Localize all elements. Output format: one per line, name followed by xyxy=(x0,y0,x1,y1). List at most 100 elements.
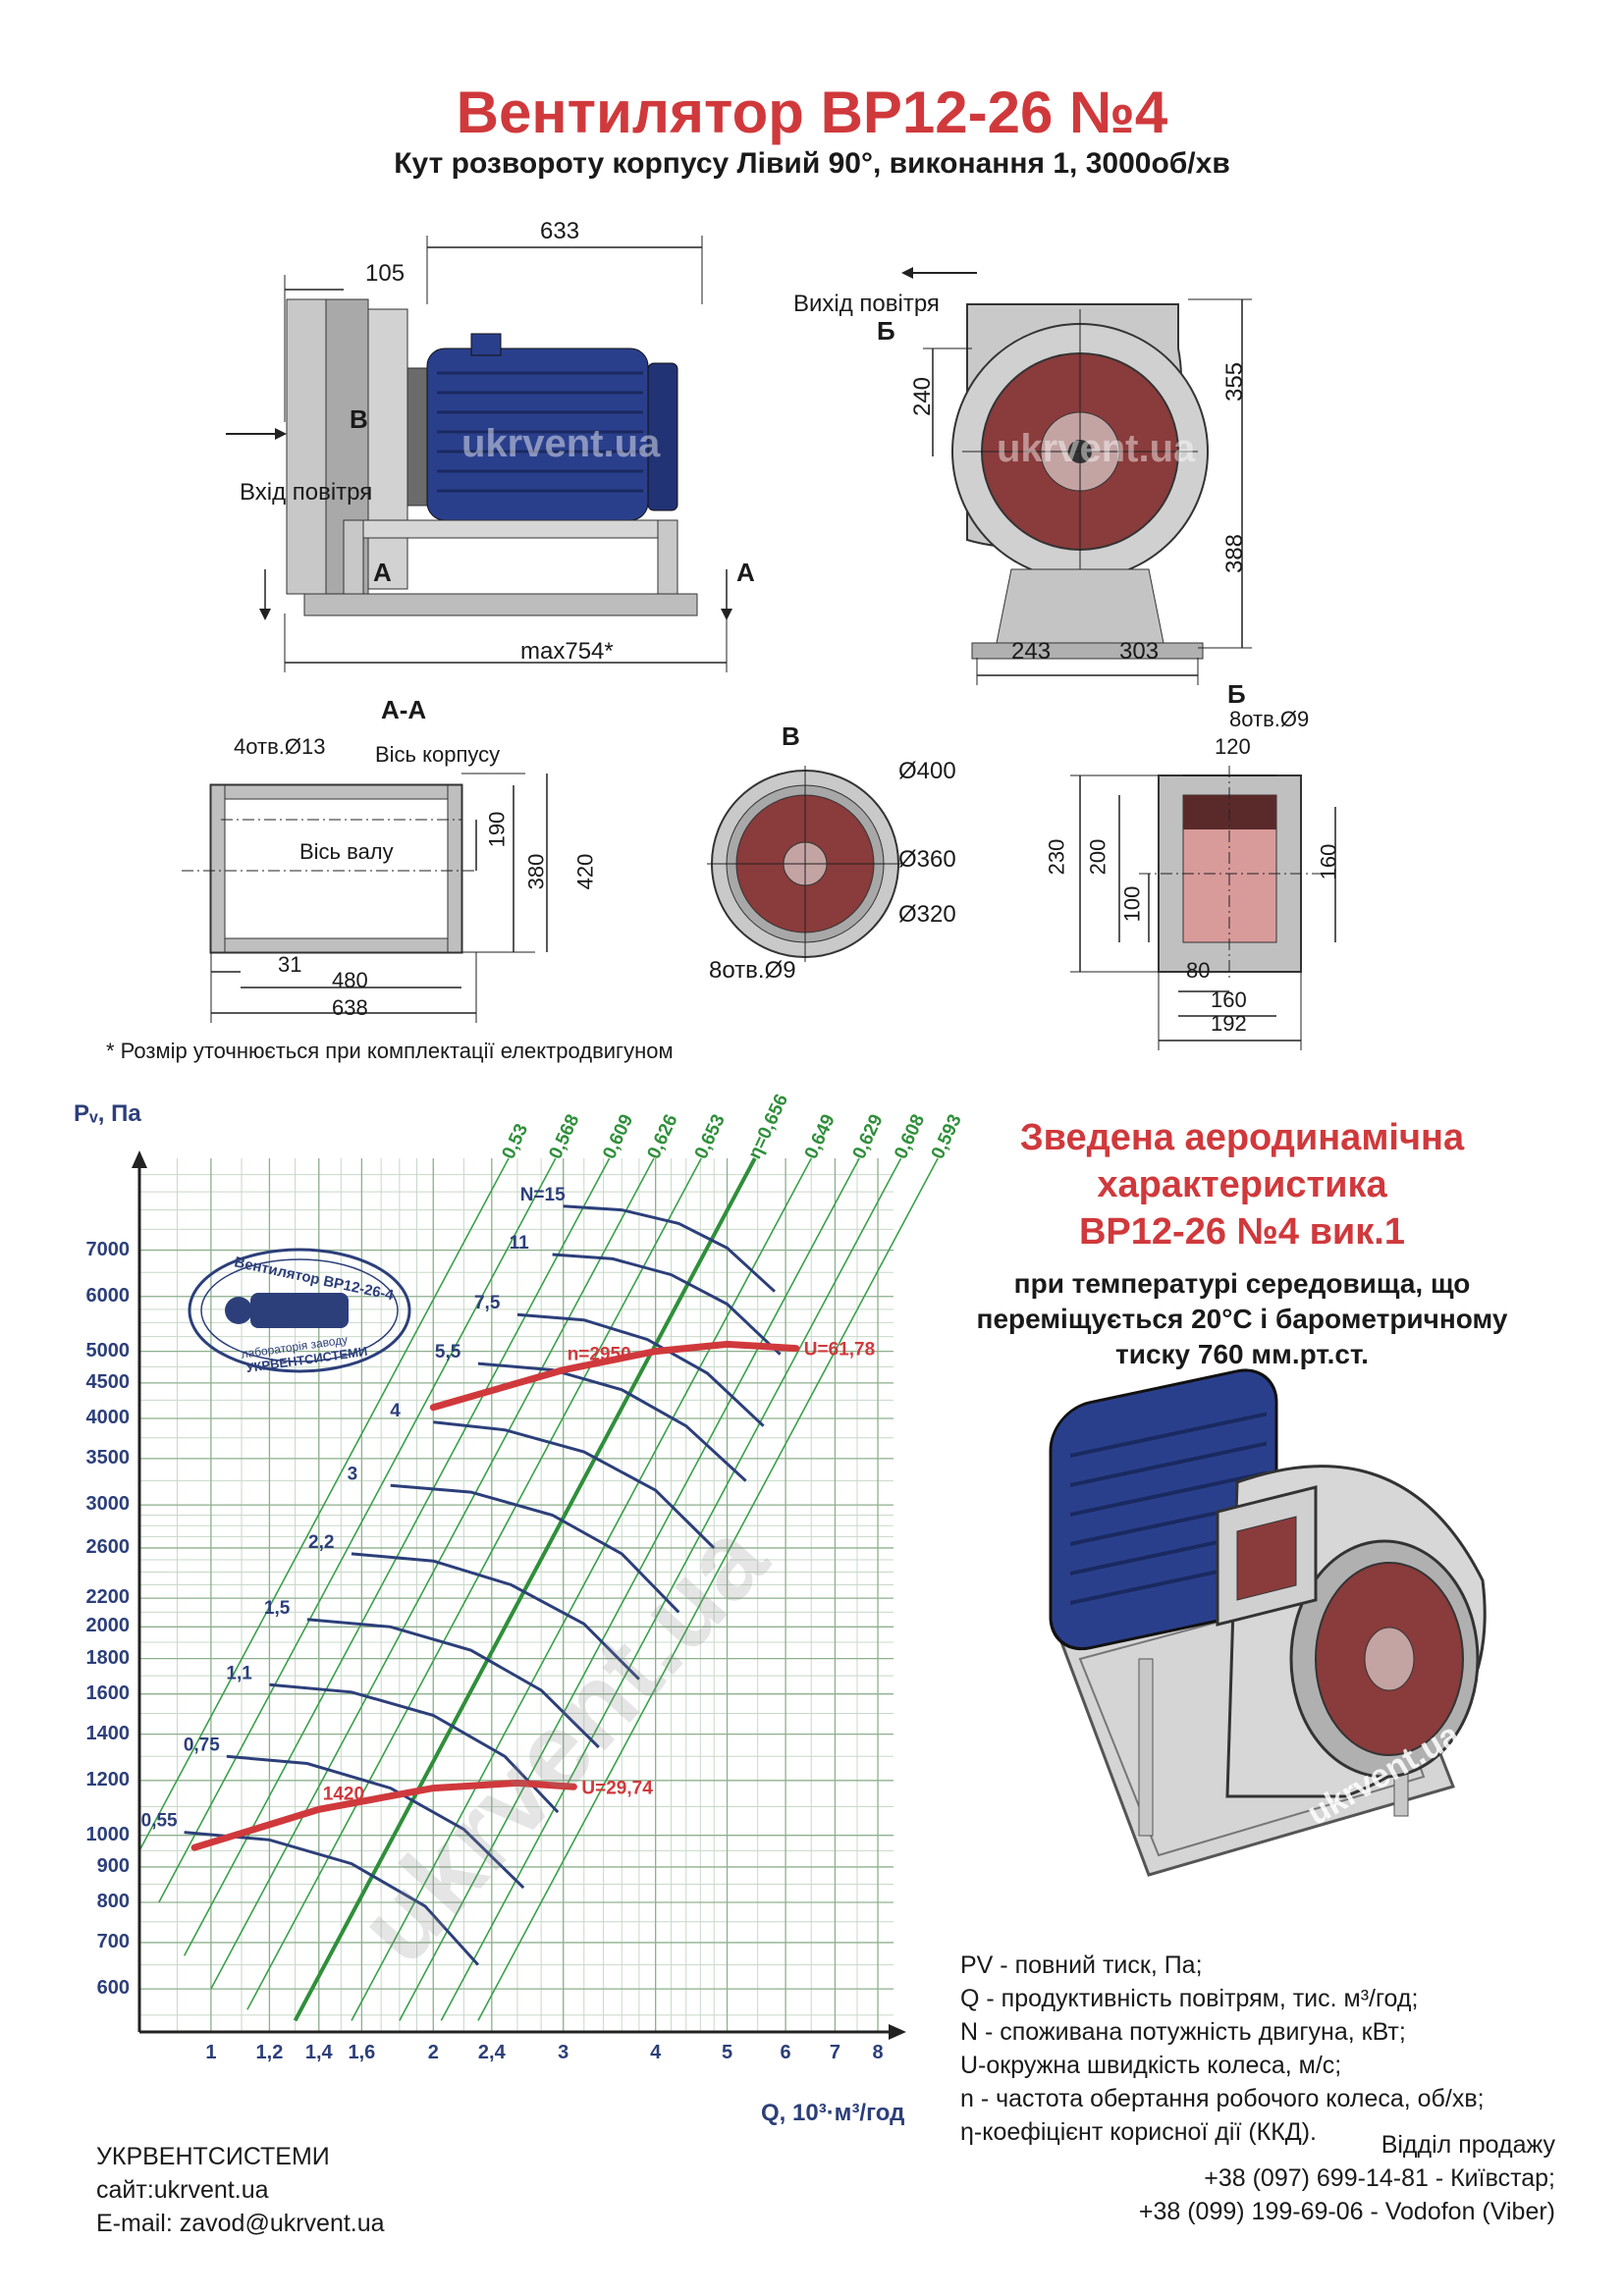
y-tick-label: 3500 xyxy=(85,1446,131,1468)
y-tick-label: 2200 xyxy=(85,1586,131,1609)
company-name: УКРВЕНТСИСТЕМИ xyxy=(96,2143,330,2170)
company-email[interactable]: E-mail: zavod@ukrvent.ua xyxy=(96,2210,385,2237)
chart-grid xyxy=(138,1158,893,2032)
dim-max754: max754* xyxy=(520,638,614,665)
dim-633: 633 xyxy=(540,218,580,244)
y-axis-label: Pᵥ, Па xyxy=(74,1100,141,1127)
dim-243: 243 xyxy=(1011,638,1052,665)
power-curve xyxy=(351,1552,640,1681)
aero-line2: характеристика xyxy=(1097,1164,1387,1205)
label-a-right: А xyxy=(736,558,755,587)
y-tick-label: 5000 xyxy=(85,1339,131,1362)
x-tick-label: 1 xyxy=(205,2042,217,2063)
speed-curve xyxy=(429,1340,800,1412)
y-tick-label: 600 xyxy=(96,1977,130,2000)
view-b-100: 100 xyxy=(1119,885,1145,923)
front-watermark: ukrvent.ua xyxy=(997,427,1196,470)
view-v-holes: 8отв.Ø9 xyxy=(709,957,796,984)
efficiency-label: 0,568 xyxy=(545,1111,583,1162)
page-subtitle: Кут розвороту корпусу Лівий 90°, виконан… xyxy=(394,147,1230,180)
y-tick-label: 4000 xyxy=(85,1406,131,1428)
power-curve-label: 4 xyxy=(390,1401,401,1421)
sales-phone-1[interactable]: +38 (097) 699-14-81 - Київстар; xyxy=(1204,2164,1555,2192)
sales-title: Відділ продажу xyxy=(1380,2131,1555,2159)
efficiency-line xyxy=(440,1157,902,2021)
legend-item: Q - продуктивність повітрям, тис. м³/год… xyxy=(960,1985,1419,2012)
cond-line2: переміщується 20°С і барометричному xyxy=(976,1304,1508,1334)
legend-item: N - споживана потужність двигуна, кВт; xyxy=(960,2018,1406,2046)
view-v-d400: Ø400 xyxy=(898,758,956,784)
view-v-title: В xyxy=(782,721,800,751)
company-site[interactable]: сайт:ukrvent.ua xyxy=(96,2176,269,2204)
side-watermark: ukrvent.ua xyxy=(461,422,661,465)
power-curves xyxy=(184,1204,782,1966)
view-b-title: Б xyxy=(1227,679,1246,709)
section-aa-drawing xyxy=(182,773,548,1023)
power-curve-label: 11 xyxy=(510,1233,530,1254)
section-aa-31: 31 xyxy=(278,952,302,977)
power-curve xyxy=(516,1312,765,1427)
efficiency-label: 0,649 xyxy=(801,1111,839,1162)
section-aa-holes: 4отв.Ø13 xyxy=(234,734,326,759)
legend-item: n - частота обертання робочого колеса, о… xyxy=(960,2085,1485,2112)
efficiency-label: 0,53 xyxy=(499,1121,533,1162)
y-tick-label: 3000 xyxy=(85,1493,131,1516)
aero-conditions: при температурі середовища, що переміщує… xyxy=(923,1266,1561,1372)
power-curve xyxy=(563,1204,777,1293)
view-b-160h: 160 xyxy=(1211,988,1247,1012)
y-tick-label: 6000 xyxy=(85,1284,131,1307)
efficiency-line xyxy=(351,1157,813,2021)
x-axis-label: Q, 10³·м³/год xyxy=(761,2100,904,2126)
aero-line3: ВР12-26 №4 вик.1 xyxy=(1078,1211,1406,1253)
power-curve-label: 1,1 xyxy=(226,1663,252,1683)
view-b-drawing xyxy=(1070,766,1336,1050)
power-curve xyxy=(269,1682,560,1814)
section-aa-axis-body: Вісь корпусу xyxy=(375,742,501,767)
label-a-left: А xyxy=(373,558,392,587)
y-tick-label: 1400 xyxy=(85,1722,131,1744)
y-tick-label: 1000 xyxy=(85,1823,131,1845)
power-curve xyxy=(226,1754,525,1890)
efficiency-label: η=0,656 xyxy=(744,1092,792,1163)
y-tick-label: 1200 xyxy=(85,1768,131,1790)
view-b-230: 230 xyxy=(1044,838,1069,876)
power-curve xyxy=(477,1362,747,1482)
x-tick-label: 1,4 xyxy=(304,2042,333,2063)
fan-render: ukrvent.ua xyxy=(1049,1368,1487,1877)
power-curve xyxy=(433,1420,716,1550)
company-info: УКРВЕНТСИСТЕМИ сайт:ukrvent.ua E-mail: z… xyxy=(96,2140,385,2240)
x-tick-label: 4 xyxy=(650,2042,662,2063)
x-tick-label: 2,4 xyxy=(477,2042,506,2063)
view-b-200: 200 xyxy=(1085,838,1110,876)
dim-105: 105 xyxy=(365,260,406,287)
section-aa-380: 380 xyxy=(523,853,549,890)
legend-item: U-окружна швидкість колеса, м/с; xyxy=(960,2052,1342,2079)
view-v-d320: Ø320 xyxy=(898,901,956,928)
x-tick-label: 3 xyxy=(558,2042,569,2063)
power-curve-label: 5,5 xyxy=(435,1342,461,1362)
sales-phone-2[interactable]: +38 (099) 199-69-06 - Vodofon (Viber) xyxy=(1138,2198,1555,2225)
inlet-label: Вхід повітря xyxy=(240,479,373,506)
y-tick-label: 2000 xyxy=(85,1615,131,1637)
efficiency-label: 0,629 xyxy=(849,1111,888,1162)
view-v-drawing xyxy=(707,766,903,962)
view-b-holes: 8отв.Ø9 xyxy=(1229,707,1310,731)
lab-stamp: Вентилятор ВР12-26-4 лабораторія заводу … xyxy=(188,1248,411,1375)
speed-curve-end-label: U=29,74 xyxy=(581,1778,653,1798)
label-b-side: В xyxy=(350,404,368,434)
efficiency-label: 0,626 xyxy=(643,1111,681,1162)
section-aa-420: 420 xyxy=(572,853,598,890)
power-curve xyxy=(184,1831,480,1966)
dim-303: 303 xyxy=(1119,638,1160,665)
view-b-160v: 160 xyxy=(1316,843,1341,881)
section-aa-title: А-А xyxy=(381,695,427,724)
cond-line1: при температурі середовища, що xyxy=(1013,1268,1471,1299)
x-tick-label: 5 xyxy=(721,2042,733,2063)
efficiency-label: 0,653 xyxy=(691,1111,730,1162)
outlet-label: Вихід повітря xyxy=(793,291,940,317)
power-curve-label: N=15 xyxy=(520,1185,566,1205)
power-curve-label: 1,5 xyxy=(264,1598,291,1619)
y-tick-label: 1600 xyxy=(85,1682,131,1704)
front-view-drawing: ukrvent.ua xyxy=(901,267,1252,685)
